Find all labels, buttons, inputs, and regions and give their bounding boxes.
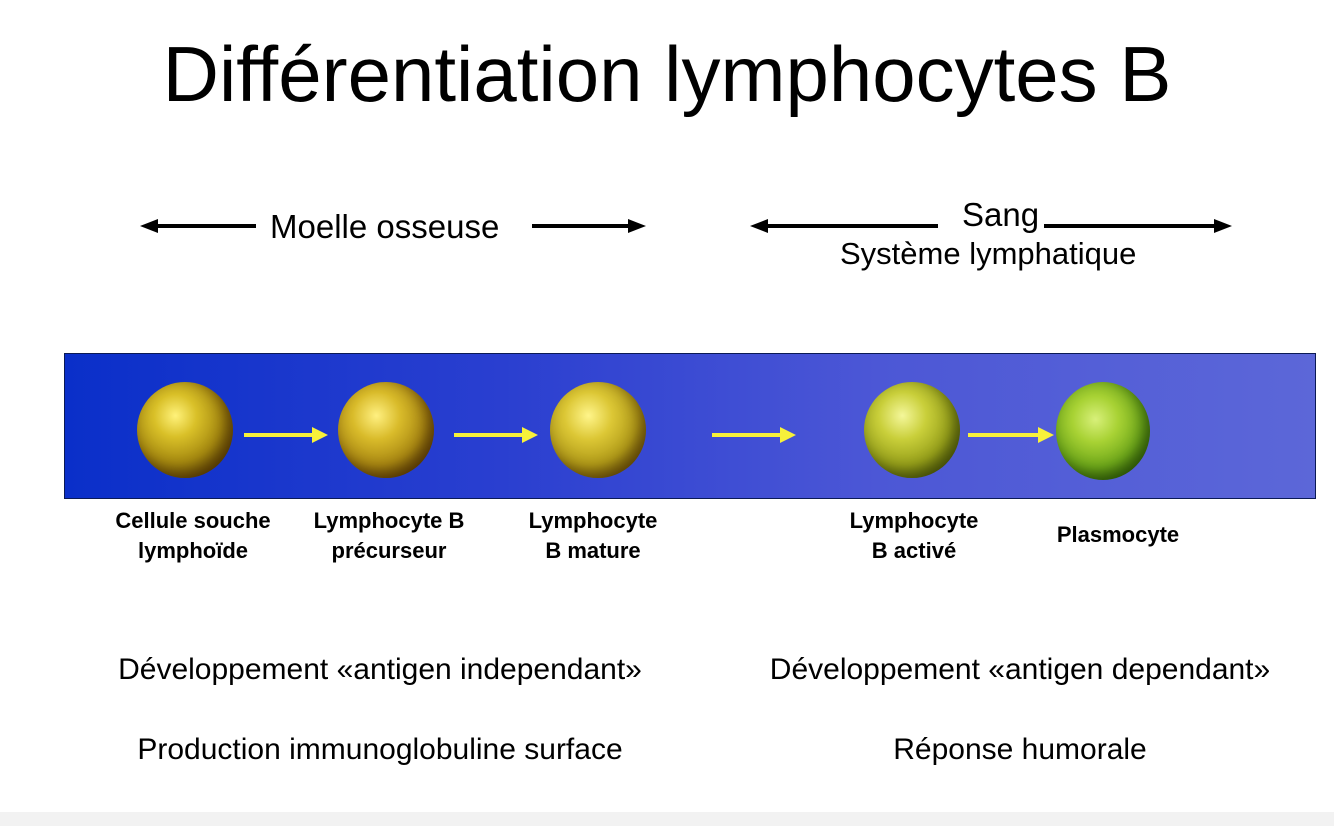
yellow-arrowhead-icon [780, 427, 796, 443]
right-arrowhead-icon [1214, 219, 1232, 233]
cell-label-line: Plasmocyte [1056, 522, 1180, 547]
right-function-text: Réponse humorale [893, 733, 1147, 766]
arrow-3-line [712, 433, 782, 437]
yellow-arrowhead-icon [312, 427, 328, 443]
left-arrowhead-icon [750, 219, 768, 233]
arrow-4-line [968, 433, 1040, 437]
bone-marrow-label: Moelle osseuse [270, 208, 500, 245]
bone-marrow-arrow-left-line [156, 224, 256, 228]
plasma-cell-icon [1056, 382, 1150, 480]
lymphatic-label: Système lymphatique [840, 236, 1137, 271]
left-development-text: Développement «antigen independant» [118, 653, 642, 686]
arrow-1-line [244, 433, 314, 437]
cell-label-mature: Lymphocyte B mature [508, 506, 678, 566]
cell-label-line: Lymphocyte B [313, 508, 465, 533]
right-arrowhead-icon [628, 219, 646, 233]
stem-cell-icon [137, 382, 233, 478]
right-development-text: Développement «antigen dependant» [769, 653, 1271, 686]
cell-label-plasma: Plasmocyte [1030, 520, 1206, 550]
left-arrowhead-icon [140, 219, 158, 233]
cell-label-line: précurseur [331, 538, 447, 563]
activated-b-cell-icon [864, 382, 960, 478]
bottom-strip [0, 812, 1334, 826]
mature-b-cell-icon [550, 382, 646, 478]
cell-label-stem: Cellule souche lymphoïde [100, 506, 286, 566]
cell-label-line: Cellule souche [115, 508, 271, 533]
bone-marrow-arrow-right-line [532, 224, 630, 228]
cell-label-precursor: Lymphocyte B précurseur [298, 506, 480, 566]
cell-label-line: Lymphocyte [528, 508, 658, 533]
blood-arrow-left-line [766, 224, 938, 228]
cell-label-line: lymphoïde [137, 538, 248, 563]
cell-label-line: B activé [871, 538, 957, 563]
cell-label-line: B mature [545, 538, 641, 563]
slide-title: Différentiation lymphocytes B [162, 30, 1172, 118]
cell-label-activated: Lymphocyte B activé [830, 506, 998, 566]
cell-label-line: Lymphocyte [849, 508, 979, 533]
yellow-arrowhead-icon [1038, 427, 1054, 443]
left-function-text: Production immunoglobuline surface [137, 733, 623, 766]
blood-label: Sang [962, 196, 1040, 233]
yellow-arrowhead-icon [522, 427, 538, 443]
precursor-b-cell-icon [338, 382, 434, 478]
arrow-2-line [454, 433, 524, 437]
blood-arrow-right-line [1044, 224, 1216, 228]
